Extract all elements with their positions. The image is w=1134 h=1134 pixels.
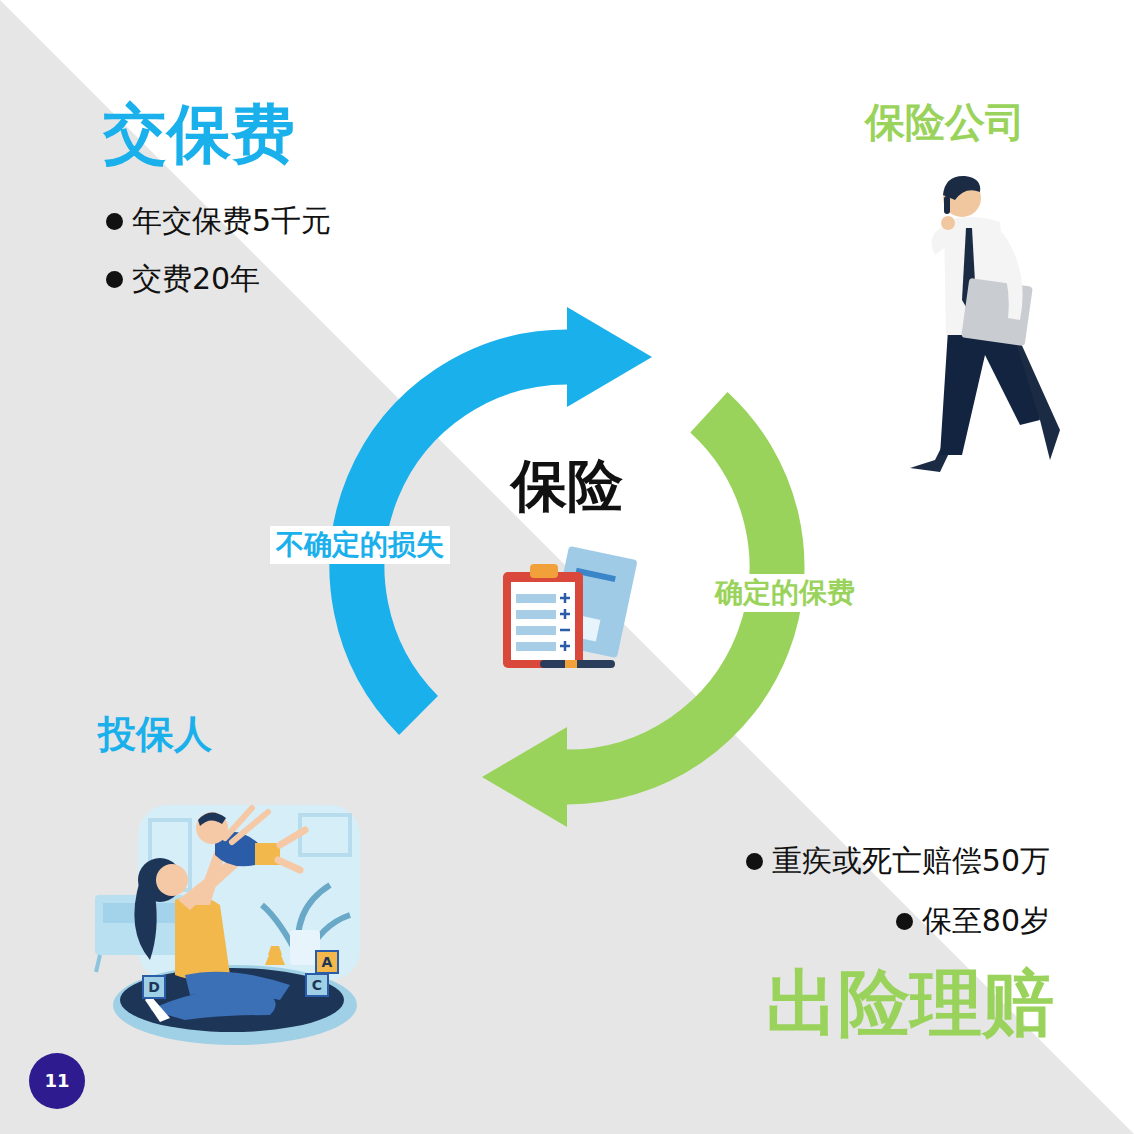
bullet-text: 重疾或死亡赔偿50万 — [772, 843, 1050, 879]
toy-block-letter: A — [322, 954, 333, 971]
label-row: 保至80岁 — [896, 903, 1050, 939]
center-title: 保险 — [511, 452, 623, 519]
arrow-label: 确定的保费 — [709, 574, 861, 612]
policyholder-node: 投保人 — [92, 710, 218, 760]
toy-block-letter: C — [312, 977, 322, 994]
clipboard-icon — [503, 546, 638, 668]
label-row: 年交保费5千元 — [106, 203, 331, 239]
section-heading: 出险理赔 — [766, 960, 1054, 1046]
bullet-dot — [106, 213, 123, 230]
bullet-dot — [106, 271, 123, 288]
node-text: 保险公司 — [865, 98, 1025, 146]
arrow-head — [482, 727, 567, 827]
arrow-label: 不确定的损失 — [270, 526, 450, 564]
node-text: 投保人 — [98, 712, 212, 758]
label-row: D — [148, 979, 160, 996]
page-number-circle — [29, 1053, 85, 1109]
page-number: 11 — [44, 1070, 69, 1092]
label-row: A — [322, 954, 333, 971]
toy-block-letter: D — [148, 979, 160, 996]
label-row: C — [312, 977, 322, 994]
section-heading: 交保费 — [103, 96, 295, 173]
label-row: 重疾或死亡赔偿50万 — [746, 843, 1050, 879]
flow-arrow — [482, 412, 777, 827]
label-row: 11 — [44, 1070, 69, 1092]
businessman-figure — [910, 176, 1060, 472]
bullet-text: 年交保费5千元 — [132, 203, 331, 239]
label-row: 交保费 — [103, 96, 295, 173]
bullet-text: 保至80岁 — [922, 903, 1050, 939]
mother-baby-scene — [95, 805, 360, 1045]
bullet-dot — [746, 853, 763, 870]
company-node: 保险公司 — [859, 96, 1031, 148]
bullet-text: 交费20年 — [132, 261, 260, 297]
bullet-dot — [896, 913, 913, 930]
label-row: 保险 — [511, 452, 623, 519]
label-row: 出险理赔 — [766, 960, 1054, 1046]
flow-arrow — [357, 307, 652, 715]
arrow-head — [567, 307, 652, 407]
label-row: 交费20年 — [106, 261, 260, 297]
